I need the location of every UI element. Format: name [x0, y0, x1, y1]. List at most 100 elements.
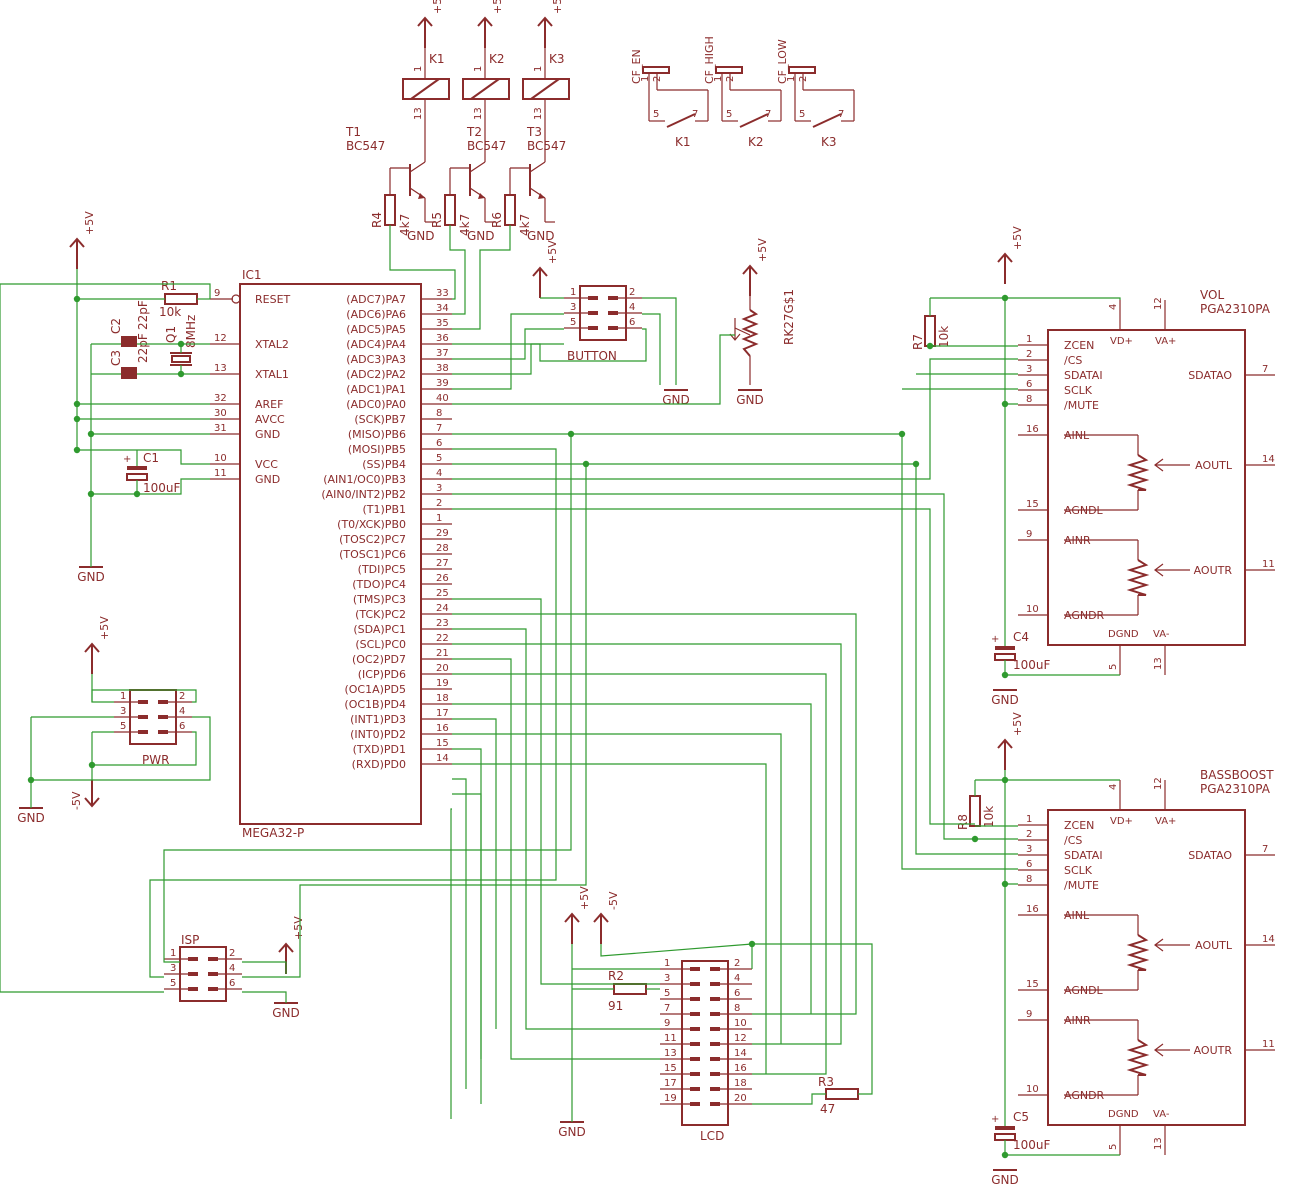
- ic1-pin-number: 35: [436, 318, 449, 329]
- header-pin-icon: [208, 987, 218, 991]
- pga-pin-name: VA-: [1153, 1109, 1170, 1120]
- arrow-head-icon: [69, 237, 85, 248]
- relay-name: K2: [748, 135, 764, 149]
- ic1-pin-number: 12: [214, 333, 227, 344]
- pga-pin-number: 9: [1026, 529, 1032, 540]
- switch-blade-icon: [739, 113, 769, 128]
- ic1-pin-number: 6: [436, 438, 442, 449]
- ground-label: GND: [527, 229, 555, 243]
- header-pin-number: 16: [734, 1063, 747, 1074]
- arrow-head-icon: [477, 16, 493, 27]
- pga-pin-number: 7: [1262, 364, 1268, 375]
- ic1-pin-name: (TMS)PC3: [353, 593, 406, 606]
- cap-value: 22pF: [136, 333, 150, 363]
- ic1-pin-number: 7: [436, 423, 442, 434]
- ic1-pin-name: (T0/XCK)PB0: [337, 518, 406, 531]
- cap-plate-icon: [126, 473, 148, 481]
- pga-pin-number: 3: [1026, 364, 1032, 375]
- relay-name: K2: [489, 52, 505, 66]
- header-pin-number: 10: [734, 1018, 747, 1029]
- ground-label: GND: [272, 1006, 300, 1020]
- header-pin-number: 9: [664, 1018, 670, 1029]
- pga-pin-name: AOUTL: [1195, 939, 1233, 952]
- wiper-arrow-icon: [1154, 938, 1164, 952]
- emitter-arrow-icon: [478, 193, 485, 199]
- header-pin-number: 20: [734, 1093, 747, 1104]
- header-pin-icon: [588, 326, 598, 330]
- pga-pin-number: 1: [1026, 814, 1032, 825]
- header-pin-icon: [710, 1057, 720, 1061]
- arrow-head-icon: [84, 797, 100, 808]
- pga-pin-number: 3: [1026, 844, 1032, 855]
- supply-label: +5V: [1011, 226, 1024, 250]
- switch-blade-icon: [812, 113, 842, 128]
- wiper-arrow-icon: [1154, 458, 1164, 472]
- ground-symbol: GND: [272, 1002, 300, 1020]
- resistor-value: 10k: [982, 806, 996, 828]
- ic1-pin-number: 15: [436, 738, 449, 749]
- wiper-arrow-icon: [1154, 1043, 1164, 1057]
- header-pin-number: 6: [629, 317, 635, 328]
- junction-dot: [27, 776, 35, 784]
- ic1-pin-number: 19: [436, 678, 449, 689]
- pga-pin-name: SDATAI: [1064, 369, 1103, 382]
- junction-dot: [87, 490, 95, 498]
- header-pin-icon: [188, 957, 198, 961]
- junction-dot: [87, 430, 95, 438]
- net-pa5: [452, 225, 511, 330]
- header-pin-number: 2: [629, 287, 635, 298]
- header-pin-icon: [690, 1012, 700, 1016]
- header-pin-number: 11: [664, 1033, 677, 1044]
- net-mute-vol: [1004, 298, 1018, 405]
- arrow-head-icon: [997, 738, 1013, 749]
- supply-button: +5V: [532, 240, 559, 298]
- pin-number: 7: [692, 109, 698, 120]
- pga-pin-number: 13: [1153, 657, 1164, 670]
- cap-value: 100uF: [1013, 658, 1051, 672]
- ic1-pin-name: (SCL)PC0: [355, 638, 406, 651]
- header-pin-icon: [138, 715, 148, 719]
- resistor-value: 4k7: [398, 214, 412, 236]
- ic1-pin-name: (INT1)PD3: [350, 713, 406, 726]
- header-pin-icon: [188, 987, 198, 991]
- ic1-pin-name: XTAL1: [255, 368, 289, 381]
- ic1-pin-number: 8: [436, 408, 442, 419]
- pga-pin-name: DGND: [1108, 1109, 1139, 1120]
- header-pin-number: 1: [664, 958, 670, 969]
- pin-number: 1: [786, 76, 797, 82]
- net-pwr-6: [92, 731, 197, 766]
- pga-pin-number: 15: [1026, 979, 1039, 990]
- pga-pin-name: /MUTE: [1064, 399, 1099, 412]
- cap-plate-icon: [994, 1133, 1016, 1141]
- resistor-body: [825, 1088, 859, 1100]
- header-pin-icon: [608, 311, 618, 315]
- net-pa3: [452, 328, 564, 360]
- header-pin-number: 15: [664, 1063, 677, 1074]
- ground-label: GND: [991, 1173, 1019, 1187]
- transistor-name: T3: [526, 125, 542, 139]
- header-pin-icon: [208, 972, 218, 976]
- pga-pin-name: ZCEN: [1064, 339, 1094, 352]
- pin-number: 5: [799, 109, 805, 120]
- pga-pin-number: 13: [1153, 1137, 1164, 1150]
- header-pin-number: 2: [229, 948, 235, 959]
- connector-body: [715, 66, 743, 74]
- ic1-pin-name: (MISO)PB6: [348, 428, 406, 441]
- net-pa1: [452, 313, 564, 390]
- header-pin-icon: [710, 1042, 720, 1046]
- supply-vol: +5V: [997, 226, 1024, 284]
- header-pin-icon: [138, 700, 148, 704]
- pga-pin-number: 12: [1153, 297, 1164, 310]
- relay-pin: 1: [533, 66, 544, 72]
- header-pin-icon: [710, 997, 720, 1001]
- header-pin-number: 5: [570, 317, 576, 328]
- cap-name: C3: [109, 350, 123, 366]
- arrow-head-icon: [997, 252, 1013, 263]
